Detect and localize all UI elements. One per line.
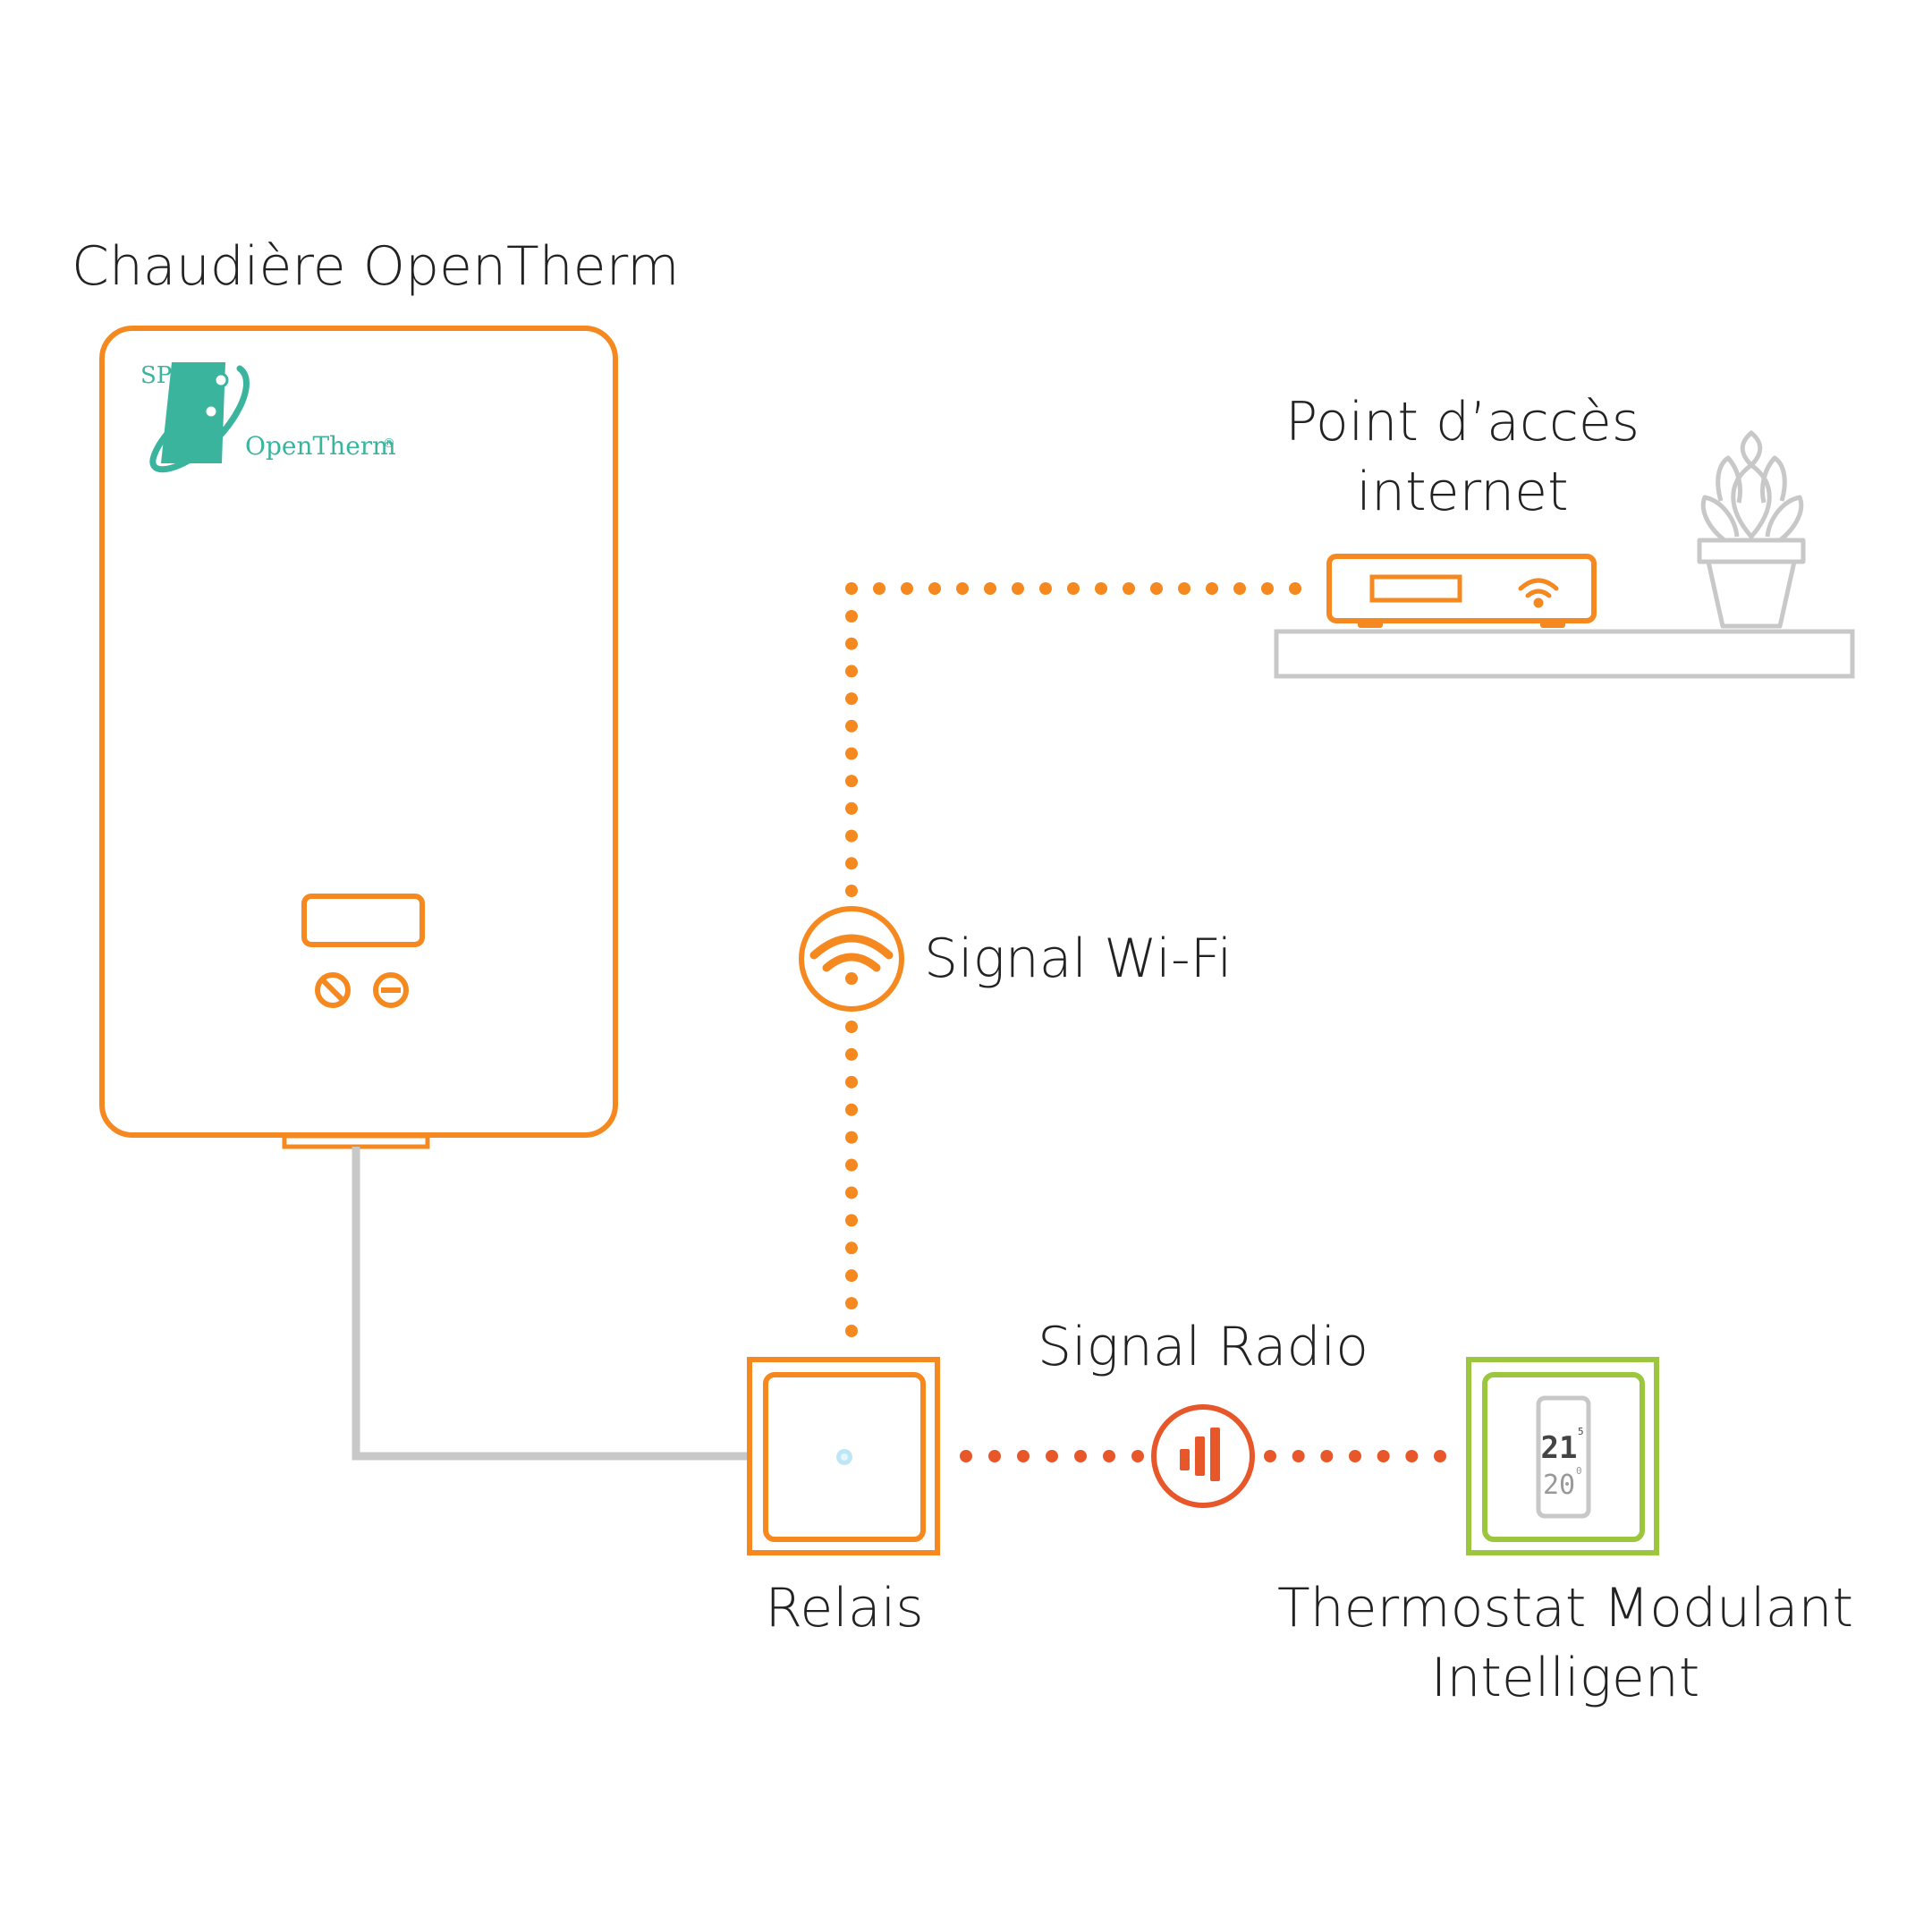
boiler-display (301, 894, 425, 947)
boiler-connector (282, 1133, 430, 1149)
wifi-path-dot (845, 1214, 858, 1227)
wifi-path-dot (1039, 582, 1052, 595)
wifi-path-dot (1233, 582, 1246, 595)
wifi-path-dot (845, 1103, 858, 1116)
wifi-path-dot (845, 665, 858, 678)
boiler-knob-right (373, 972, 409, 1008)
radio-signal-badge (1151, 1404, 1255, 1508)
wifi-path-dot (845, 1047, 858, 1061)
wifi-path-dot (845, 637, 858, 650)
shelf (1274, 629, 1855, 679)
boiler-title: Chaudière OpenTherm (72, 235, 680, 298)
thermostat-label-line1: Thermostat Modulant (1277, 1577, 1853, 1640)
boiler-knob-left (315, 972, 351, 1008)
radio-path-dot (1017, 1450, 1030, 1462)
wifi-path-dot (1123, 582, 1135, 595)
thermostat-label-line2: Intelligent (1431, 1647, 1700, 1709)
wifi-path-dot (1289, 582, 1301, 595)
wifi-path-dot (845, 801, 858, 815)
wifi-path-dot (1067, 582, 1080, 595)
wifi-path-dot (845, 1131, 858, 1144)
radio-path-dot (988, 1450, 1001, 1462)
relay-outer (747, 1357, 940, 1555)
radio-path-dot (1074, 1450, 1087, 1462)
relay-inner (763, 1372, 926, 1542)
radio-path-dot (1131, 1450, 1144, 1462)
wifi-path-dot (845, 1021, 858, 1033)
wifi-path-dot (845, 1158, 858, 1172)
wifi-path-dot (845, 692, 858, 706)
wifi-path-dot (928, 582, 941, 595)
router-body (1326, 554, 1597, 623)
wifi-path-dot (873, 582, 886, 595)
router-wifi-icon (1518, 578, 1559, 608)
wifi-signal-path (845, 582, 1301, 1337)
relay-device (747, 1357, 940, 1555)
wifi-signal-badge (799, 906, 904, 1012)
wifi-signal-label: Signal Wi-Fi (924, 928, 1232, 990)
wifi-path-dot (1012, 582, 1024, 595)
logo-swoosh (149, 365, 250, 473)
thermostat-device: 21 5 20 0 (1466, 1357, 1659, 1555)
radio-path-dot (1264, 1450, 1276, 1462)
wifi-path-dot (845, 829, 858, 843)
wifi-path-dot (1095, 582, 1107, 595)
wifi-path-dot (984, 582, 996, 595)
wifi-path-dot (845, 1325, 858, 1337)
thermostat-screen (1536, 1395, 1591, 1519)
wifi-path-dot (845, 719, 858, 733)
radio-path-dot (1434, 1450, 1446, 1462)
wifi-path-dot (845, 1186, 858, 1199)
radio-path-dot (1103, 1450, 1115, 1462)
wifi-path-dot (845, 1297, 858, 1310)
radio-signal-path (960, 1450, 1446, 1462)
opentherm-logo: SP OpenTherm ® (140, 362, 396, 473)
router-display (1369, 574, 1462, 603)
router-foot-right (1540, 621, 1565, 628)
wifi-path-dot (845, 1075, 858, 1089)
wifi-path-dot (845, 857, 858, 870)
radio-path-dot (1377, 1450, 1390, 1462)
wifi-path-dot (845, 775, 858, 788)
wifi-path-dot (845, 885, 858, 897)
radio-path-dot (1320, 1450, 1334, 1462)
radio-path-dot (960, 1450, 972, 1462)
wifi-path-dot (1261, 582, 1274, 595)
wifi-path-dot (845, 1269, 858, 1283)
logo-name: OpenTherm (245, 431, 396, 461)
router (1326, 554, 1597, 628)
wifi-path-dot (901, 582, 913, 595)
thermostat-target-temp: 20 (1543, 1470, 1575, 1501)
plant-icon (1697, 430, 1806, 629)
cable-boiler-relay (352, 1147, 750, 1461)
radio-path-dot (1292, 1450, 1305, 1462)
wifi-path-dot (845, 747, 858, 760)
wifi-path-dot (845, 1241, 858, 1255)
thermostat-inner (1482, 1372, 1645, 1542)
wifi-path-dot (1206, 582, 1218, 595)
radio-path-dot (1349, 1450, 1361, 1462)
thermostat-current-sup: 5 (1578, 1426, 1584, 1437)
access-point-label-line1: Point d’accès (1285, 391, 1640, 453)
radio-path-dot (1405, 1450, 1419, 1462)
wifi-path-dot (845, 582, 858, 595)
wifi-path-dot (1178, 582, 1191, 595)
thermostat-target-sup: 0 (1576, 1465, 1582, 1477)
access-point-label-line2: internet (1356, 461, 1568, 523)
wifi-path-dot (956, 582, 969, 595)
wifi-path-dot (845, 610, 858, 623)
radio-signal-label: Signal Radio (1038, 1316, 1368, 1378)
thermostat-current-temp: 21 (1541, 1430, 1578, 1466)
logo-sp: SP (140, 362, 172, 389)
wifi-path-dot (1150, 582, 1163, 595)
boiler: SP OpenTherm ® (99, 326, 618, 1149)
relay-label: Relais (765, 1577, 923, 1640)
wifi-icon (809, 934, 894, 972)
logo-registered: ® (383, 436, 395, 451)
thermostat-outer (1466, 1357, 1659, 1555)
radio-bars-icon (1180, 1428, 1220, 1481)
router-foot-left (1358, 621, 1383, 628)
radio-path-dot (1046, 1450, 1058, 1462)
